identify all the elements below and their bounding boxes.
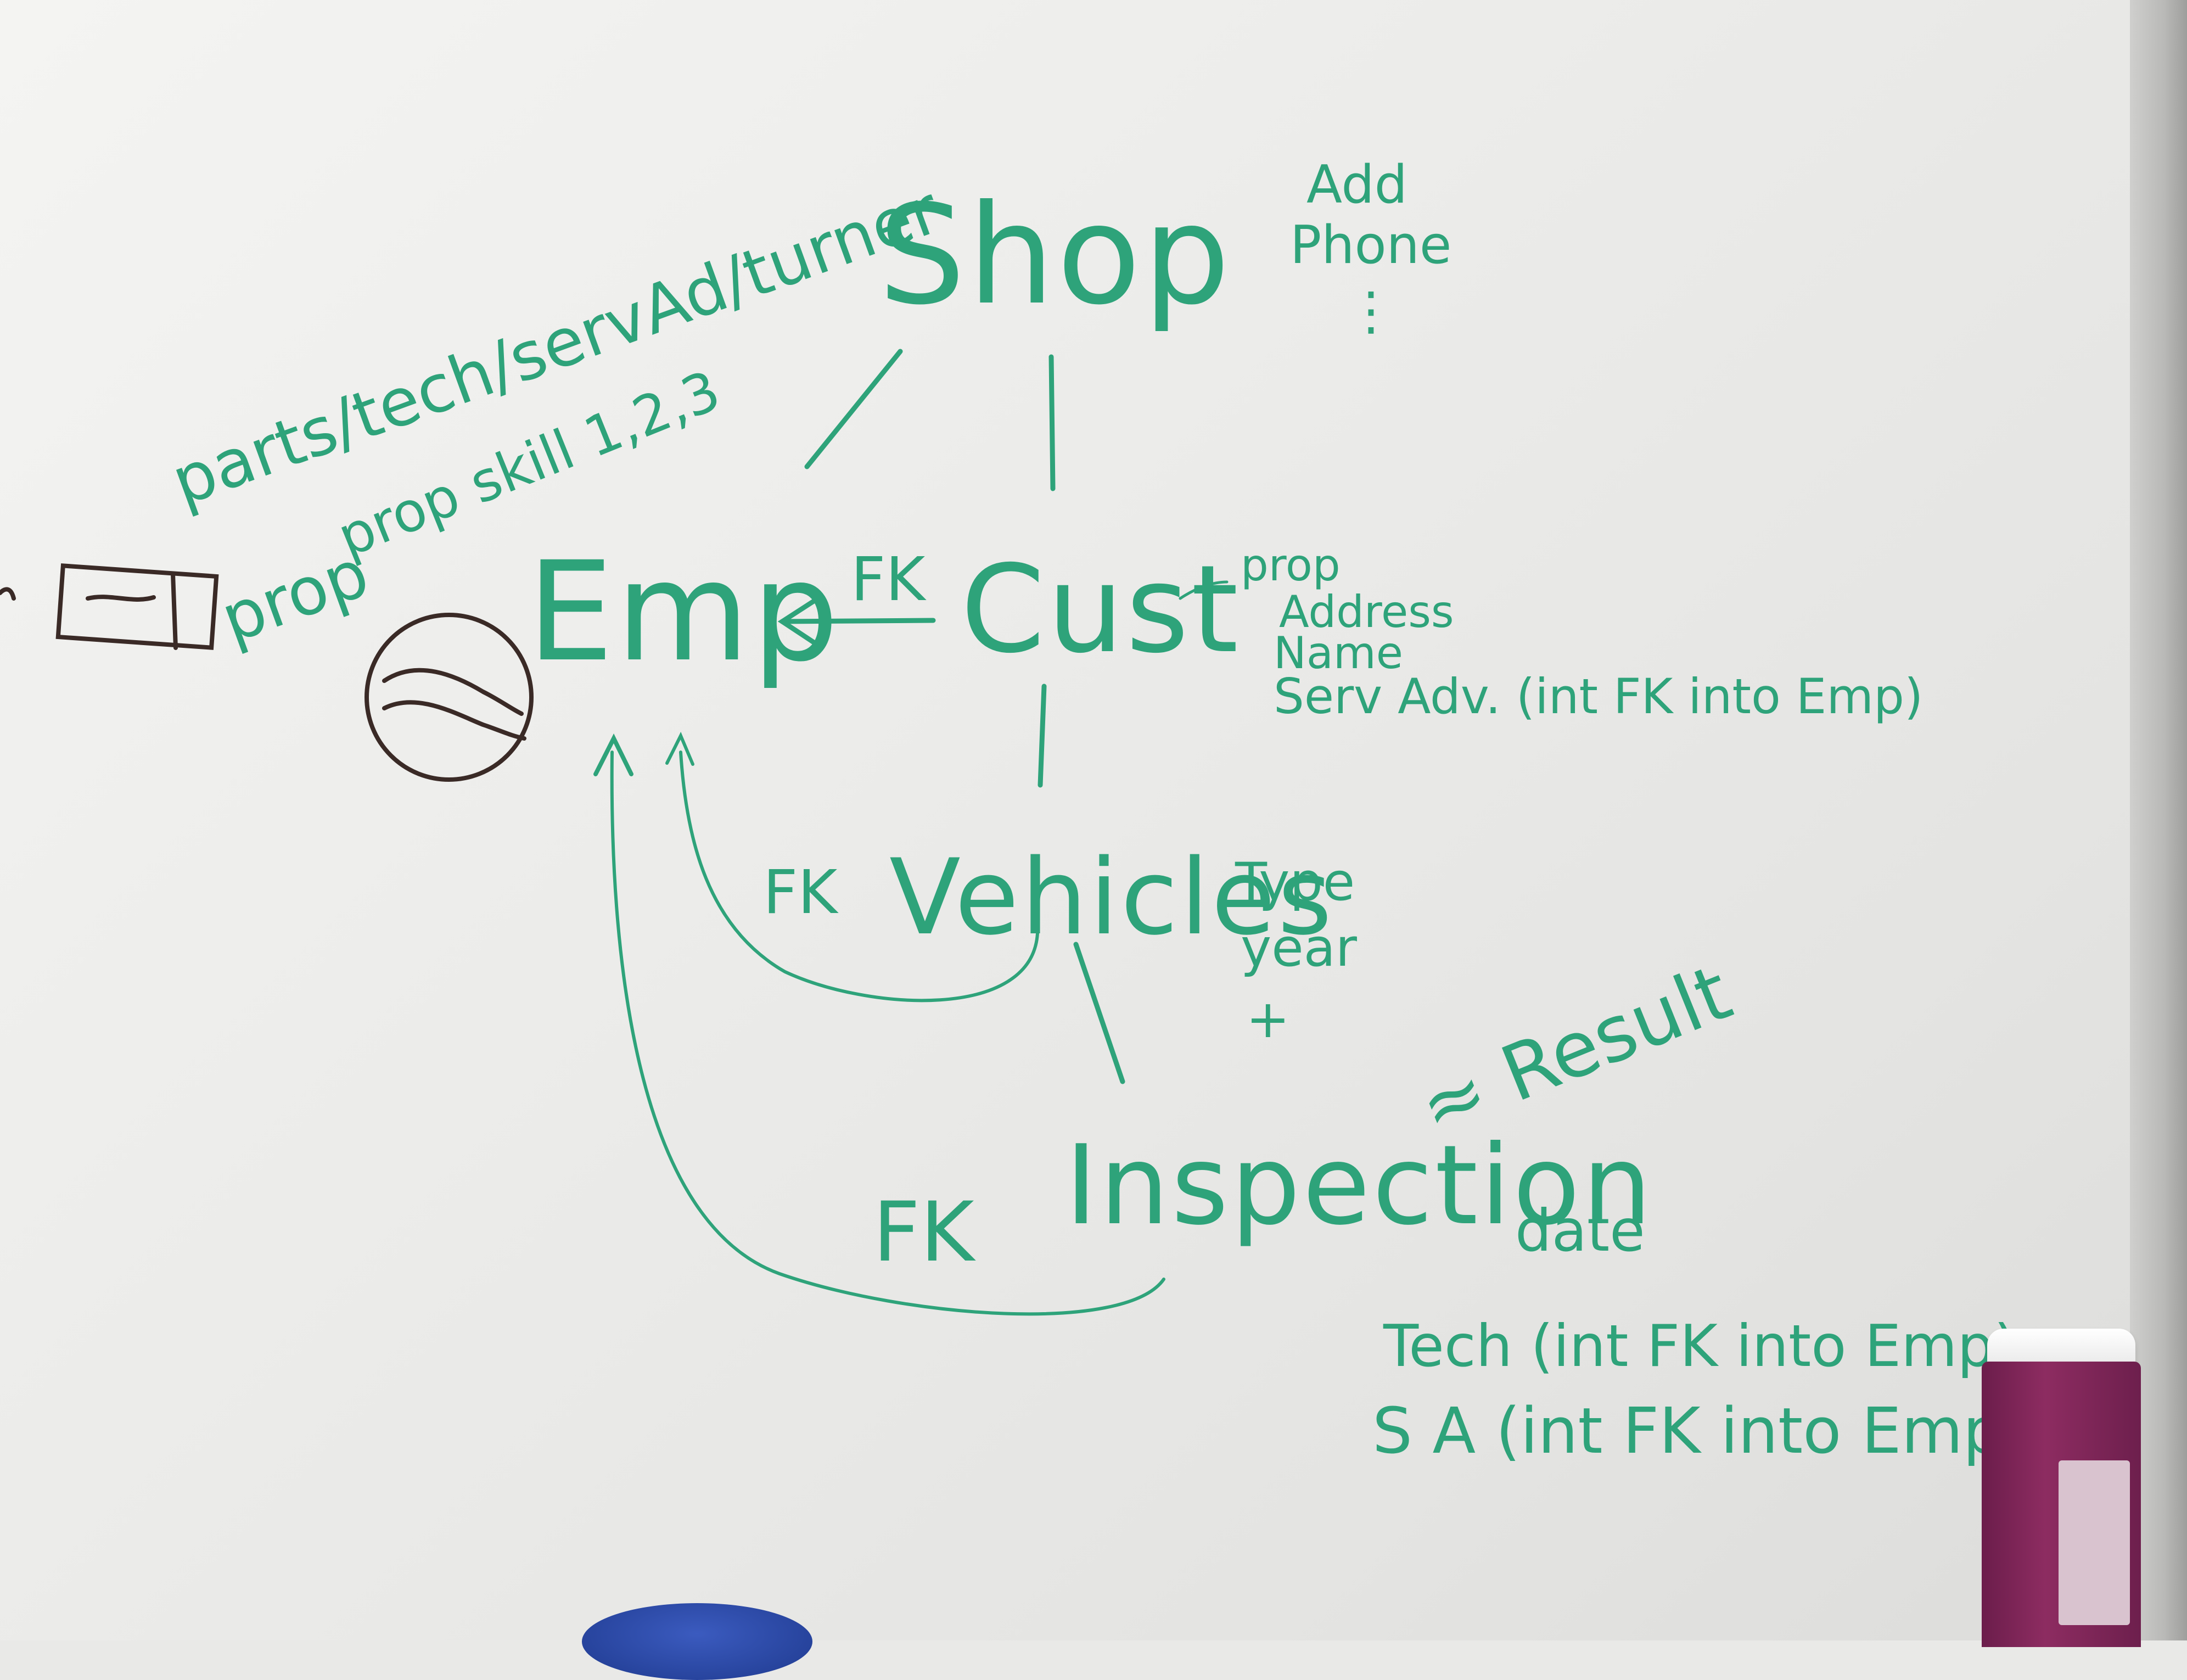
inspection-fk-tech: Tech (int FK into Emp) bbox=[1383, 1313, 2017, 1380]
doodle-rectangle-icon bbox=[55, 563, 219, 650]
eraser bbox=[582, 1603, 812, 1680]
doodle-group bbox=[0, 563, 534, 782]
wipes-label bbox=[2059, 1460, 2130, 1625]
entity-emp: Emp bbox=[527, 532, 842, 692]
line-shop-cust bbox=[1048, 354, 1056, 491]
doodle-blob-icon bbox=[365, 613, 534, 782]
cust-prop-name: Name bbox=[1274, 628, 1404, 679]
shop-attr-phone: Phone bbox=[1290, 215, 1452, 276]
cust-prop-label: prop bbox=[1241, 540, 1341, 591]
cust-prop-address: Address bbox=[1279, 586, 1454, 637]
fk-vehicles: FK bbox=[763, 857, 838, 927]
curve-vehicles-emp bbox=[679, 751, 1039, 1003]
line-shop-emp bbox=[804, 349, 903, 469]
arrowhead-vehicles-emp bbox=[665, 731, 694, 766]
arrowhead-inspection-emp bbox=[593, 733, 633, 776]
entity-vehicles: Vehicles bbox=[889, 837, 1334, 958]
diagram-strokes bbox=[0, 349, 1229, 1316]
arrow-cust-emp bbox=[780, 618, 936, 624]
line-vehicles-inspection bbox=[1073, 942, 1125, 1084]
connector-cust-props bbox=[1179, 580, 1229, 600]
vehicle-attr-type: Type bbox=[1235, 852, 1355, 912]
vehicle-attr-year: year bbox=[1241, 918, 1357, 978]
fk-inspection: FK bbox=[873, 1185, 974, 1280]
inspection-date: date bbox=[1515, 1197, 1645, 1264]
shop-attr-add: Add bbox=[1306, 155, 1407, 215]
line-cust-vehicles bbox=[1038, 684, 1047, 788]
arrowhead-cust-emp bbox=[777, 596, 821, 648]
entity-cust: Cust bbox=[961, 539, 1241, 680]
entity-shop: Shop bbox=[878, 175, 1232, 335]
whiteboard bbox=[0, 0, 2187, 1640]
cust-prop-servadv: Serv Adv. (int FK into Emp) bbox=[1274, 668, 1924, 725]
vehicle-attr-plus: + bbox=[1246, 989, 1290, 1050]
shop-attr-more: ⋮ bbox=[1345, 281, 1397, 341]
curve-inspection-emp bbox=[610, 751, 1165, 1316]
fk-cust-emp: FK bbox=[851, 544, 926, 614]
inspection-fk-sa: S A (int FK into Emp) bbox=[1372, 1395, 2028, 1468]
entity-inspection: Inspection bbox=[1065, 1122, 1655, 1250]
